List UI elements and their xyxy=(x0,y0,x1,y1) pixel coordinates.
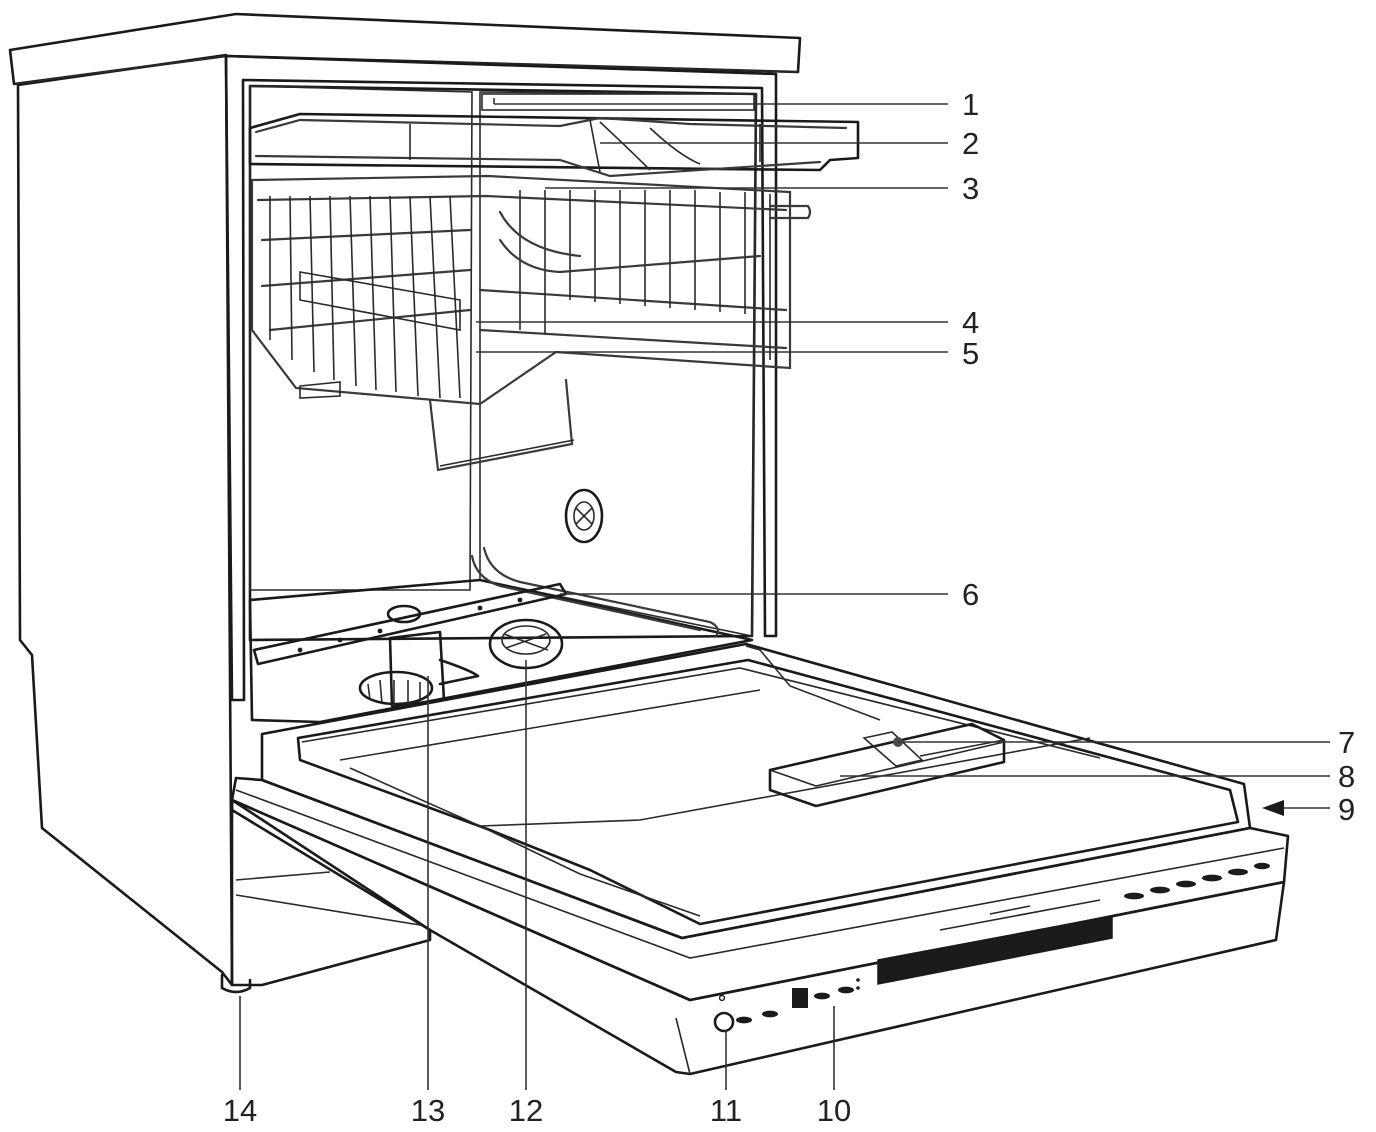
cabinet-worktop xyxy=(8,12,802,86)
door-inner-panel xyxy=(260,642,1252,940)
callout-1: 1 xyxy=(962,87,979,122)
detergent-dispenser xyxy=(768,722,1006,808)
upper-basket xyxy=(250,174,812,472)
control-display xyxy=(877,915,1113,985)
door-front-edge xyxy=(230,776,1290,1002)
leader-1 xyxy=(493,98,948,105)
callout-14: 14 xyxy=(223,1093,257,1128)
cabinet-foot xyxy=(220,973,252,994)
upper-spray-arm-connector xyxy=(564,488,604,544)
on-off-button xyxy=(713,994,735,1033)
callout-9: 9 xyxy=(1338,792,1355,827)
option-buttons xyxy=(736,978,860,1024)
cutlery-tray xyxy=(248,112,860,178)
cabinet-side-panel xyxy=(16,53,234,987)
callout-4: 4 xyxy=(962,305,979,340)
callout-3: 3 xyxy=(962,171,979,206)
dishwasher-cabinet xyxy=(8,12,802,994)
callout-11: 11 xyxy=(710,1093,742,1128)
cabinet-front-frame xyxy=(224,54,778,702)
tub-floor xyxy=(248,578,754,724)
callout-10: 10 xyxy=(817,1093,851,1128)
cabinet-plinth xyxy=(230,798,432,987)
program-buttons xyxy=(939,862,1270,931)
callout-13: 13 xyxy=(411,1093,445,1128)
callout-5: 5 xyxy=(962,336,979,371)
callout-6: 6 xyxy=(962,577,979,612)
callout-leaders xyxy=(239,98,1330,1090)
callout-12: 12 xyxy=(509,1093,543,1128)
callout-labels: 1 2 3 4 5 6 7 8 9 10 11 12 13 14 xyxy=(223,87,1355,1128)
callout-7: 7 xyxy=(1338,725,1355,760)
leader-9-arrow xyxy=(1262,800,1284,816)
top-spray-arm xyxy=(481,93,755,111)
wash-tub-interior xyxy=(248,84,758,724)
callout-2: 2 xyxy=(962,126,979,161)
callout-8: 8 xyxy=(1338,759,1355,794)
dishwasher-door xyxy=(230,642,1290,1076)
